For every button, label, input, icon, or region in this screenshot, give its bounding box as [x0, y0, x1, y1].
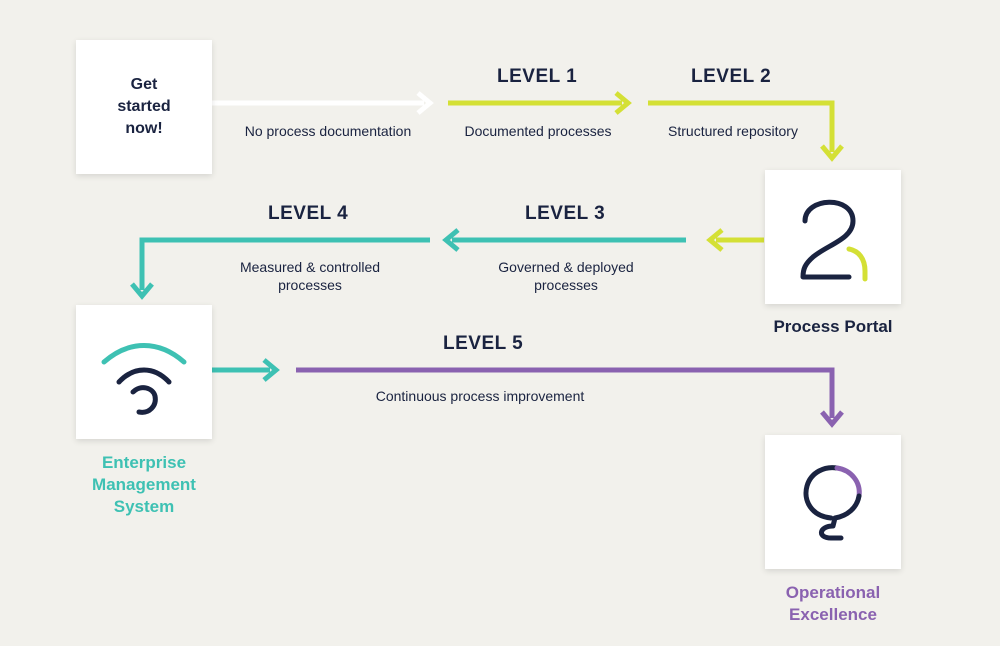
process-portal-box: [765, 170, 901, 304]
arrow-system-out: [212, 358, 280, 382]
level-5-title: LEVEL 5: [443, 333, 524, 354]
level-4-description: Measured & controlled processes: [239, 259, 381, 293]
start-label: Get started now!: [117, 76, 171, 137]
enterprise-system-caption: Enterprise Management System: [92, 453, 196, 516]
lightbulb-icon: [803, 465, 862, 541]
arrow-start: [212, 91, 434, 115]
start-arrow-text: No process documentation: [244, 123, 412, 139]
arrow-level-1: [448, 91, 632, 115]
arrow-level-2: [648, 100, 844, 162]
enterprise-system-box: [76, 305, 212, 439]
arrow-level-4: [130, 237, 430, 300]
arrow-portal-out: [706, 228, 764, 252]
operational-excellence-caption: Operational Excellence: [785, 583, 881, 624]
level-3-title: LEVEL 3: [525, 203, 606, 224]
signal-icon: [101, 343, 187, 415]
operational-excellence-box: [765, 435, 901, 569]
level-2-description: Structured repository: [668, 123, 798, 139]
person-2-icon: [800, 199, 868, 282]
process-portal-caption: Process Portal: [773, 317, 893, 336]
start-box: Get started now!: [76, 40, 212, 174]
level-1-description: Documented processes: [464, 123, 612, 139]
level-1-title: LEVEL 1: [497, 66, 578, 87]
level-3-description: Governed & deployed processes: [498, 259, 634, 293]
arrow-level-3: [442, 228, 686, 252]
level-2-title: LEVEL 2: [691, 66, 772, 87]
level-5-description: Continuous process improvement: [375, 388, 585, 404]
level-4-title: LEVEL 4: [268, 203, 349, 224]
arrow-level-5: [296, 367, 844, 428]
